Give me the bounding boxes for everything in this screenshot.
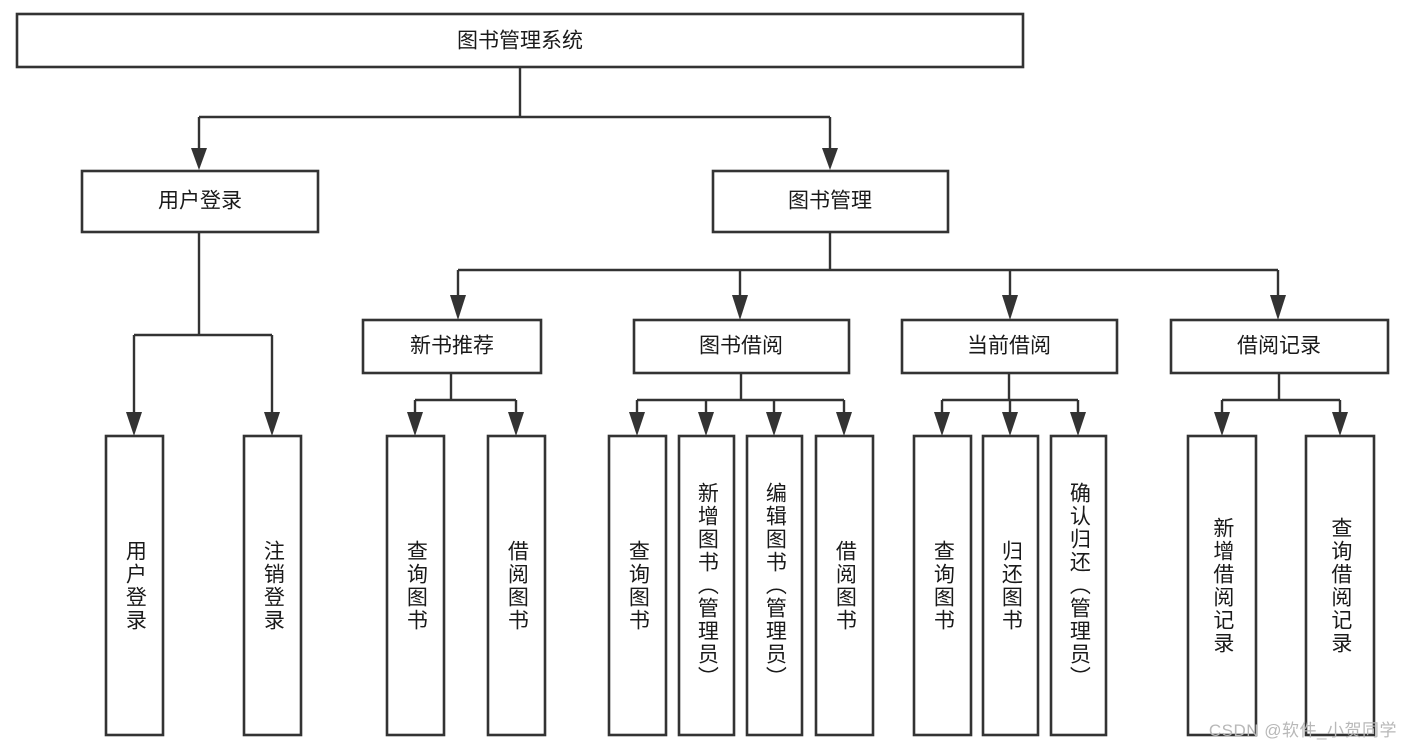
node-box-leaf-query-book-b[interactable] bbox=[607, 434, 668, 737]
node-label-book-borrow: 图书借阅 bbox=[699, 335, 783, 358]
arrowhead-leaf-return-book bbox=[1002, 412, 1018, 436]
node-box-leaf-confirm-return[interactable] bbox=[1049, 434, 1108, 737]
arrowhead-leaf-confirm-return bbox=[1070, 412, 1086, 436]
arrowhead-leaf-user-login bbox=[126, 412, 142, 436]
node-box-leaf-edit-book[interactable] bbox=[745, 434, 804, 737]
connector-group-book-borrow bbox=[629, 373, 852, 436]
node-label-leaf-query-book-c: 查询图书 bbox=[931, 539, 955, 632]
node-label-leaf-confirm-return: 确认归还（管理员） bbox=[1067, 482, 1091, 689]
arrowhead-user-login bbox=[191, 148, 207, 170]
node-label-root: 图书管理系统 bbox=[457, 30, 583, 53]
node-label-leaf-user-login: 用户登录 bbox=[123, 539, 147, 632]
arrowhead-leaf-add-book bbox=[698, 412, 714, 436]
node-box-user-login[interactable] bbox=[80, 169, 320, 234]
node-box-borrow-record[interactable] bbox=[1169, 318, 1390, 375]
node-label-current-borrow: 当前借阅 bbox=[967, 335, 1051, 358]
node-box-root[interactable] bbox=[15, 12, 1025, 69]
node-label-leaf-return-book: 归还图书 bbox=[999, 539, 1023, 632]
node-label-borrow-record: 借阅记录 bbox=[1237, 335, 1321, 358]
arrowhead-leaf-add-record bbox=[1214, 412, 1230, 436]
node-box-leaf-return-book[interactable] bbox=[981, 434, 1040, 737]
arrowhead-leaf-edit-book bbox=[766, 412, 782, 436]
node-box-current-borrow[interactable] bbox=[900, 318, 1119, 375]
node-label-user-login: 用户登录 bbox=[158, 190, 242, 213]
node-box-leaf-logout[interactable] bbox=[242, 434, 303, 737]
arrowhead-book-borrow bbox=[732, 295, 748, 320]
node-label-leaf-borrow-book-b: 借阅图书 bbox=[833, 539, 857, 632]
arrowhead-borrow-record bbox=[1270, 295, 1286, 320]
arrowhead-book-manage bbox=[822, 148, 838, 170]
connector-group-new-book-rec bbox=[407, 373, 524, 436]
node-box-leaf-add-book[interactable] bbox=[677, 434, 736, 737]
node-label-leaf-add-record: 新增借阅记录 bbox=[1210, 516, 1234, 655]
node-label-book-manage: 图书管理 bbox=[788, 190, 872, 213]
node-label-leaf-query-record: 查询借阅记录 bbox=[1328, 516, 1352, 655]
arrowhead-new-book-rec bbox=[450, 295, 466, 320]
node-box-leaf-borrow-book-a[interactable] bbox=[486, 434, 547, 737]
node-box-leaf-user-login[interactable] bbox=[104, 434, 165, 737]
connector-group-book-manage bbox=[450, 232, 1286, 320]
node-box-leaf-query-book-a[interactable] bbox=[385, 434, 446, 737]
connector-group-borrow-record bbox=[1214, 373, 1348, 436]
node-box-leaf-borrow-book-b[interactable] bbox=[814, 434, 875, 737]
arrowhead-leaf-borrow-book-b bbox=[836, 412, 852, 436]
node-label-new-book-rec: 新书推荐 bbox=[410, 335, 494, 358]
node-label-leaf-query-book-a: 查询图书 bbox=[404, 539, 428, 632]
arrowhead-leaf-query-record bbox=[1332, 412, 1348, 436]
node-box-book-manage[interactable] bbox=[711, 169, 950, 234]
arrowhead-leaf-query-book-a bbox=[407, 412, 423, 436]
arrowhead-leaf-logout bbox=[264, 412, 280, 436]
csdn-watermark: CSDN @软件_小贺同学 bbox=[1208, 721, 1397, 740]
connector-group-user-login bbox=[126, 232, 280, 436]
node-label-leaf-query-book-b: 查询图书 bbox=[626, 539, 650, 632]
arrowhead-leaf-query-book-b bbox=[629, 412, 645, 436]
node-box-leaf-query-book-c[interactable] bbox=[912, 434, 973, 737]
node-box-leaf-add-record[interactable] bbox=[1186, 434, 1258, 737]
node-label-leaf-logout: 注销登录 bbox=[261, 539, 285, 632]
node-label-leaf-borrow-book-a: 借阅图书 bbox=[505, 539, 529, 632]
node-label-leaf-add-book: 新增图书（管理员） bbox=[695, 482, 719, 689]
arrowhead-leaf-query-book-c bbox=[934, 412, 950, 436]
node-box-leaf-query-record[interactable] bbox=[1304, 434, 1376, 737]
arrowhead-leaf-borrow-book-a bbox=[508, 412, 524, 436]
connector-group-root bbox=[191, 67, 838, 170]
connector-group-current-borrow bbox=[934, 373, 1086, 436]
node-label-leaf-edit-book: 编辑图书（管理员） bbox=[763, 482, 787, 689]
arrowhead-current-borrow bbox=[1002, 295, 1018, 320]
node-box-new-book-rec[interactable] bbox=[361, 318, 543, 375]
node-box-book-borrow[interactable] bbox=[632, 318, 851, 375]
